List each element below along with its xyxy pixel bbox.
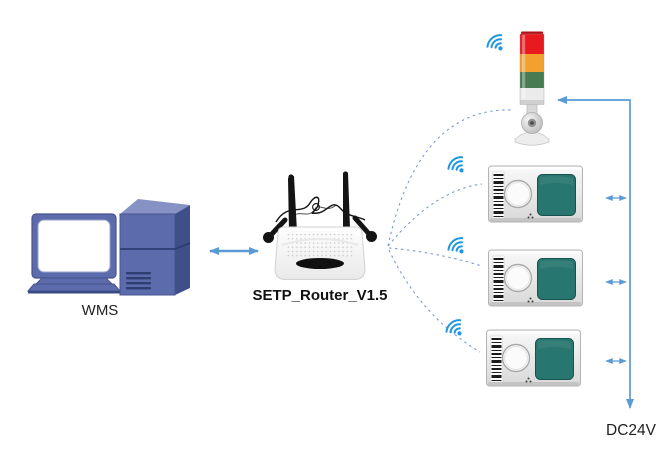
wifi-icon-terminal-3 <box>443 316 469 342</box>
terminal-device-2 <box>487 249 584 307</box>
power-bus <box>557 96 634 409</box>
router-antenna-left <box>267 217 288 239</box>
wifi-icon-tower <box>484 31 510 57</box>
link-to-terminal-3 <box>388 249 481 353</box>
router-antenna-center-right <box>343 173 350 228</box>
router-antenna-right <box>352 215 373 238</box>
wifi-icon-terminal-1 <box>445 153 471 179</box>
server-vents <box>126 272 151 290</box>
power-label: DC24V <box>606 422 656 439</box>
link-to-signal-tower <box>387 109 515 247</box>
tower-light-red <box>520 34 544 54</box>
link-to-terminal-2 <box>388 247 483 267</box>
terminal-device-1 <box>487 165 584 223</box>
router-icon <box>263 171 377 280</box>
signal-tower-icon <box>514 31 550 146</box>
tower-light-green <box>520 72 544 88</box>
router-antenna-center-left <box>288 176 297 232</box>
tower-light-orange <box>520 54 544 72</box>
wireless-links <box>387 109 515 353</box>
workstation-icon <box>26 199 191 296</box>
monitor-screen <box>37 219 111 273</box>
router-label: SETP_Router_V1.5 <box>252 287 388 304</box>
tower-base <box>514 131 550 146</box>
wifi-icon-terminal-2 <box>445 234 471 260</box>
router-front-slot <box>296 258 344 269</box>
tower-body-segment <box>520 88 544 100</box>
link-to-terminal-1 <box>387 183 483 247</box>
keyboard <box>26 283 122 292</box>
workstation-label: WMS <box>81 302 119 319</box>
terminal-device-3 <box>485 329 582 387</box>
